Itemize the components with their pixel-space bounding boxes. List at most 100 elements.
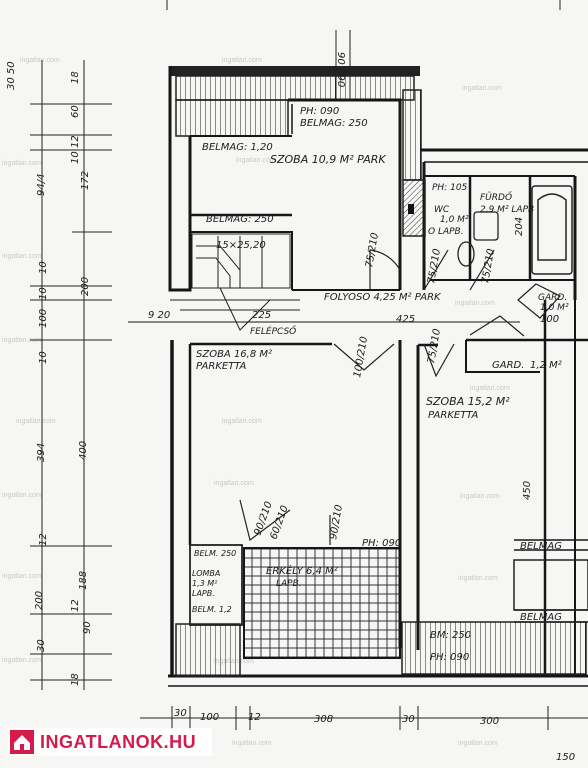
dim-left-16: 188 <box>78 571 89 590</box>
label-loggia-belm2: BELM. 1,2 <box>192 605 232 614</box>
dim-left-8: 200 <box>80 277 91 296</box>
label-gard-2: GARD. <box>492 360 524 371</box>
watermark: ingatlan.com <box>458 740 498 747</box>
dim-left-7: 10 <box>38 261 49 274</box>
label-szoba-1: SZOBA 10,9 M² PARK <box>270 153 386 166</box>
watermark: ingatlan.com <box>2 657 42 664</box>
dim-left-20: 18 <box>70 673 81 686</box>
watermark: ingatlan.com <box>2 160 42 167</box>
right-niche <box>513 559 588 611</box>
loggia-box <box>189 544 243 626</box>
label-ph-090: PH: 090 <box>300 106 339 117</box>
watermark: ingatlan.com <box>16 418 56 425</box>
dim-top: 90 | 90 <box>335 52 346 87</box>
dim-level: 9 20 <box>148 310 170 321</box>
label-stair-small: 15×25,20 <box>216 240 266 251</box>
walls <box>128 66 588 687</box>
bathtub <box>531 185 573 275</box>
dim-left-12: 394 <box>36 443 47 462</box>
dim-left-2: 60 <box>70 105 81 118</box>
label-wc-area: 1,0 M² <box>440 215 469 225</box>
watermarks: ingatlan.com ingatlan.com ingatlan.com i… <box>2 57 510 747</box>
label-gard-2-area: 1,2 M² <box>530 360 562 371</box>
label-loggia-area: 1,3 M² <box>192 579 218 588</box>
watermark: ingatlan.com <box>462 85 502 92</box>
dim-bottom-3: 308 <box>314 714 333 725</box>
dim-left-11: 10 <box>38 351 49 364</box>
vent <box>408 204 414 214</box>
label-gard-area: 1,0 M² <box>540 303 569 313</box>
dim-door-d: 100/210 <box>352 336 370 379</box>
label-wc-floor: O LAPB. <box>428 227 464 237</box>
watermark: ingatlan.com <box>236 157 276 164</box>
house-icon <box>10 730 34 754</box>
label-furdo-area: 2,9 M² LAPB <box>480 205 534 215</box>
dim-425: 425 <box>396 314 415 325</box>
label-loggia-belm: BELM. 250 <box>194 549 236 558</box>
balcony-rail-right <box>401 621 587 675</box>
dim-left-3: 12 <box>70 135 81 148</box>
dim-left-5: 94/4 <box>36 174 47 196</box>
watermark: ingatlan.com <box>222 57 262 64</box>
label-furdo: FÜRDŐ <box>480 192 512 203</box>
dim-left-6: 172 <box>80 171 91 190</box>
label-belmag-250-top: BELMAG: 250 <box>300 118 368 129</box>
dim-door-a: 75/210 <box>364 232 381 269</box>
watermark: ingatlan.com <box>460 493 500 500</box>
label-belmag-right: BELMAG <box>520 541 562 552</box>
balcony-tiles <box>243 547 401 659</box>
dim-bottom-5: 300 <box>480 716 499 727</box>
dim-450: 450 <box>522 481 533 500</box>
watermark: ingatlan.com <box>2 492 42 499</box>
dim-left-14: 12 <box>38 533 49 546</box>
dim-left-15: 200 <box>34 591 45 610</box>
dim-bottom-2: 12 <box>248 712 261 723</box>
dim-bottom-6: 150 <box>556 752 575 763</box>
dim-left-4: 10 <box>70 151 81 164</box>
staircase <box>170 233 300 331</box>
label-lepcso: FELÉPCSŐ <box>250 325 296 337</box>
label-loggia-floor: LAPB. <box>192 589 215 598</box>
dim-bottom-0: 30 <box>174 708 187 719</box>
dim-204: 204 <box>514 217 525 236</box>
watermark: ingatlan.com <box>222 418 262 425</box>
label-szoba-2: SZOBA 16,8 M² <box>196 349 272 360</box>
room-labels: PH: 090 BELMAG: 250 BELMAG: 1,20 SZOBA 1… <box>192 106 569 663</box>
dim-bottom-4: 30 <box>402 714 415 725</box>
watermark: ingatlan.com <box>2 253 42 260</box>
dim-left-18: 90 <box>82 621 93 634</box>
dim-100: 100 <box>540 314 559 325</box>
watermark: ingatlan.com <box>455 300 495 307</box>
dim-left-0: 30 50 <box>6 61 17 90</box>
door-swings <box>239 249 561 545</box>
dim-left-19: 30 <box>36 639 47 652</box>
dim-left-17: 12 <box>70 599 81 612</box>
label-belmag-250-left: BELMAG: 250 <box>206 214 274 225</box>
label-ph-090-b: PH: 090 <box>362 538 401 549</box>
dim-left-1: 18 <box>70 71 81 84</box>
label-szoba-3-floor: PARKETTA <box>428 410 478 421</box>
label-erkely: ERKÉLY 6,4 M² <box>266 564 338 577</box>
label-loggia: LOMBA <box>192 569 220 578</box>
label-bm-250: BM: 250 <box>430 630 471 641</box>
toilet <box>457 211 499 267</box>
label-ph-090-c: PH: 090 <box>430 652 469 663</box>
dim-left-13: 400 <box>78 441 89 460</box>
label-erkely-floor: LAPB. <box>276 579 302 589</box>
label-gard: GARD. <box>538 293 567 303</box>
label-folyoso: FOLYOSO 4,25 M² PARK <box>324 292 442 303</box>
watermark: ingatlan.com <box>232 740 272 747</box>
dim-door-e: 75/210 <box>426 328 443 365</box>
watermark: ingatlan.com <box>458 575 498 582</box>
label-belmag-120: BELMAG: 1,20 <box>202 142 273 153</box>
site-logo[interactable]: INGATLANOK.HU <box>8 728 212 756</box>
watermark: ingatlan.com <box>214 480 254 487</box>
logo-text: INGATLANOK.HU <box>40 731 197 752</box>
watermark: ingatlan.com <box>2 337 42 344</box>
watermark: ingatlan.com <box>2 573 42 580</box>
balcony-rail-left <box>175 623 241 677</box>
dim-left-9: 10 <box>38 287 49 300</box>
label-wc: WC <box>434 205 450 215</box>
